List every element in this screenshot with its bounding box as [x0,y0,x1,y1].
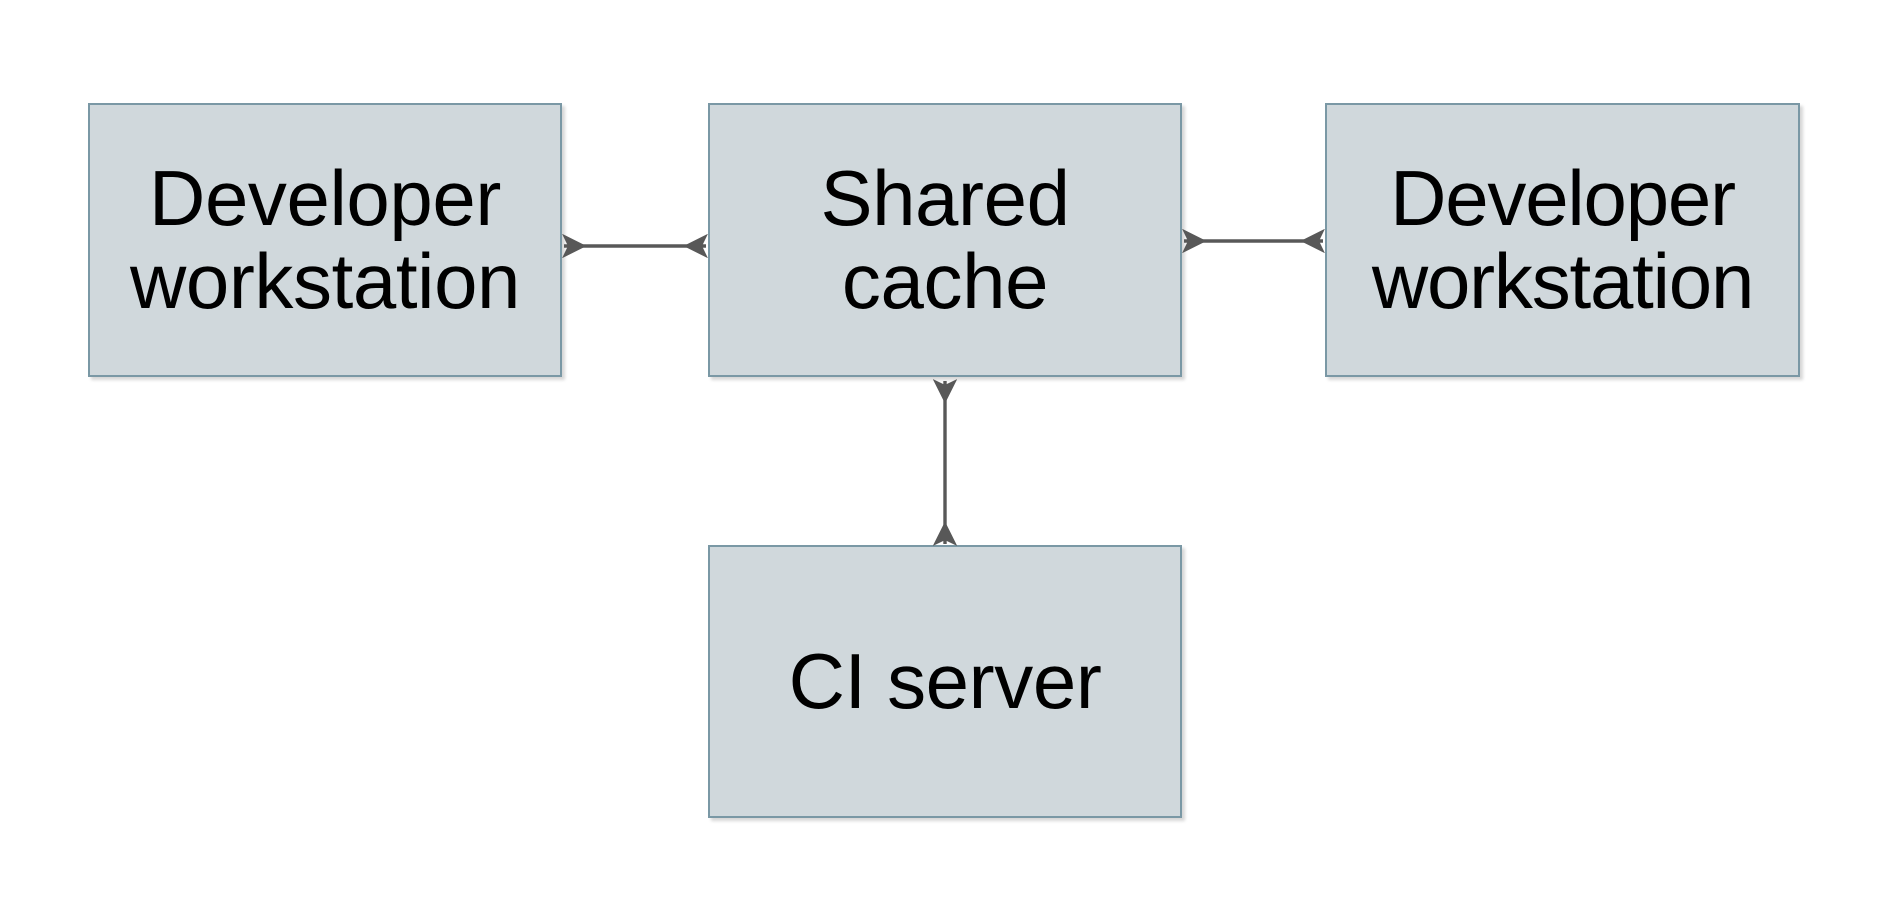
edge-shared-cache-to-ci-server[interactable] [917,372,973,552]
node-label: Developer workstation [129,154,521,325]
edge-developer-left-to-shared-cache[interactable] [556,218,714,274]
node-label: Developer workstation [1371,154,1754,325]
node-shared-cache[interactable]: Shared cache [708,103,1182,377]
node-developer-workstation-left[interactable]: Developer workstation [88,103,562,377]
node-ci-server[interactable]: CI server [708,545,1182,818]
node-developer-workstation-right[interactable]: Developer workstation [1325,103,1800,377]
node-label: Shared cache [820,154,1070,325]
edge-shared-cache-to-developer-right[interactable] [1176,213,1331,269]
node-label: CI server [788,637,1102,726]
